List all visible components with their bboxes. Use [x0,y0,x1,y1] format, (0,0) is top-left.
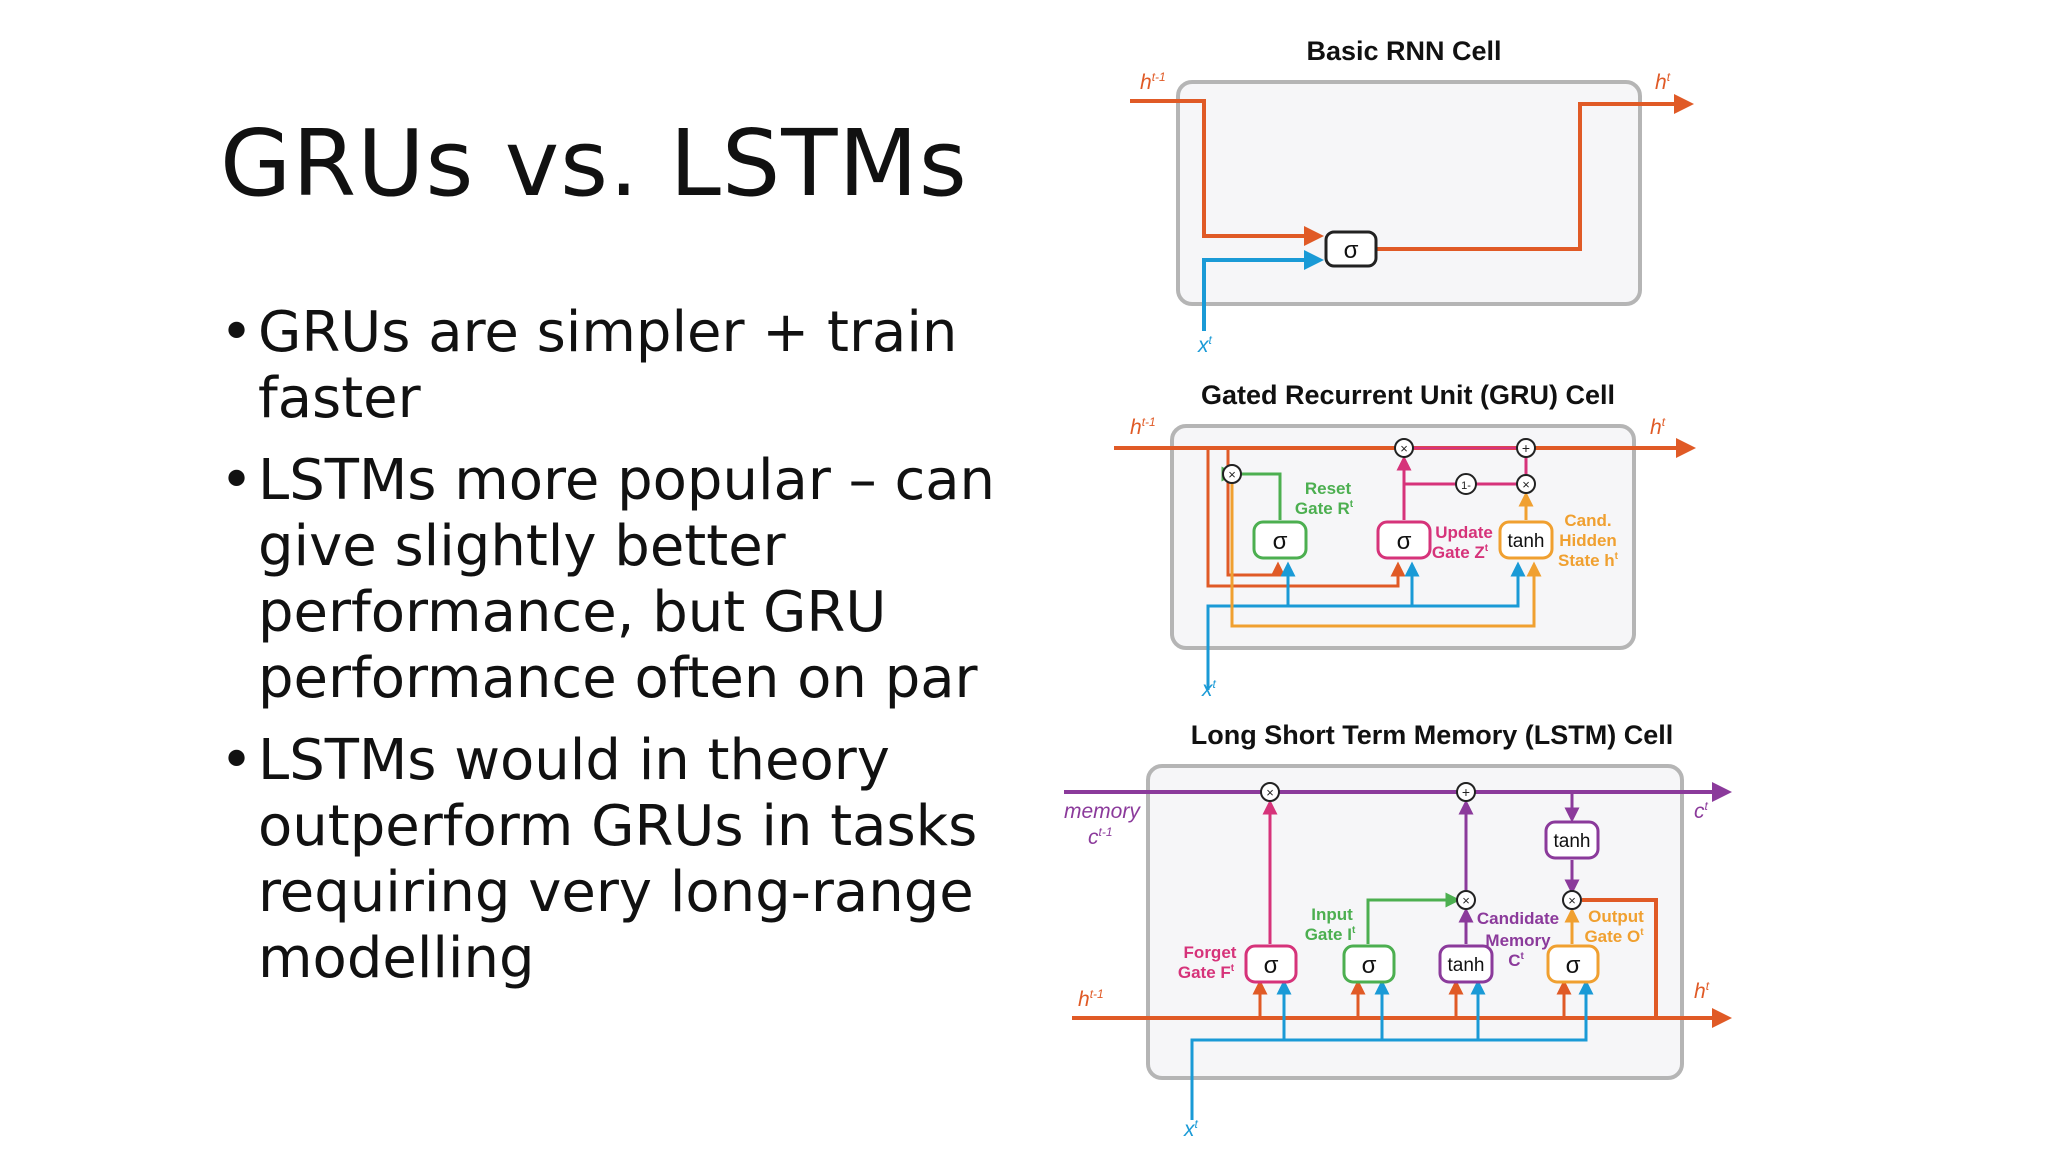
lstm-forget-label-line1: Forget [1184,943,1237,962]
lstm-cand-label-line3: Ct [1508,951,1524,970]
bullet-text: GRUs are simpler + train faster [258,300,958,431]
rnn-cell-box [1176,80,1642,306]
lstm-output-mult-symbol: × [1568,893,1576,908]
gru-update-label-line2: Gate Zt [1432,543,1489,562]
lstm-h-prev-label: ht-1 [1078,987,1104,1011]
lstm-cand-tanh: tanh [1448,955,1485,976]
lstm-input-label-line1: Input [1311,905,1353,924]
gru-h-out-label: ht [1650,415,1666,439]
bullet-item: •LSTMs more popular – can give slightly … [220,448,1000,712]
gru-add-op [1516,438,1536,458]
lstm-cand-label-line2: Memory [1485,931,1551,950]
gru-cand-label-line1: Cand. [1564,511,1611,530]
lstm-cand-label-line1: Candidate [1477,909,1559,928]
bullet-item: •LSTMs would in theory outperform GRUs i… [220,728,1000,992]
gru-one-minus-symbol: 1- [1461,480,1471,492]
rnn-sigma-node [1324,230,1378,268]
lstm-output-gate-node [1546,944,1600,984]
gru-cell-title: Gated Recurrent Unit (GRU) Cell [1201,380,1615,410]
gru-cand-mult-op [1516,474,1536,494]
rnn-hidden-in-line [1130,99,1324,246]
lstm-input-to-mult [1366,892,1461,944]
gru-update-gate-node [1376,520,1432,560]
gru-hidden-to-reset [1226,448,1286,577]
gru-update-mult-symbol: × [1400,441,1408,456]
gru-update-mult-op [1394,438,1414,458]
lstm-memory-tanh: tanh [1554,831,1591,852]
lstm-forget-sigma: σ [1264,952,1279,979]
bullet-dot: • [220,728,254,793]
lstm-input-line [1190,979,1594,1120]
lstm-forget-mult-op [1260,782,1280,802]
lstm-memory-label: memory [1064,800,1141,823]
lstm-c-out-label: ct [1694,799,1709,823]
gru-x-label: xt [1201,677,1217,701]
gru-update-sigma: σ [1397,528,1412,555]
gru-reset-mult-op [1222,464,1242,484]
lstm-input-gate-node [1342,944,1396,984]
lstm-memory-tanh-node [1544,820,1600,860]
lstm-input-mult-op [1456,890,1476,910]
lstm-forget-mult-symbol: × [1266,785,1274,800]
lstm-c-prev-label: ct-1 [1088,825,1113,849]
gru-tanh-label: tanh [1508,531,1545,552]
lstm-output-sigma: σ [1566,952,1581,979]
lstm-h-out-label: ht [1694,979,1710,1003]
lstm-x-label: xt [1183,1117,1199,1141]
bullet-dot: • [220,300,254,365]
lstm-input-mult-symbol: × [1462,893,1470,908]
lstm-cell-title: Long Short Term Memory (LSTM) Cell [1191,720,1674,750]
gru-reset-mult-symbol: × [1228,467,1236,482]
bullet-dot: • [220,448,254,513]
gru-add-symbol: + [1522,440,1530,456]
gru-cell-diagram: Gated Recurrent Unit (GRU) Cell σ σ tanh… [1114,380,1696,701]
gru-candidate-node [1498,520,1554,560]
bullet-item: •GRUs are simpler + train faster [220,300,1000,432]
lstm-input-sigma: σ [1362,952,1377,979]
bullet-text: LSTMs more popular – can give slightly b… [258,448,996,711]
gru-reset-gate-node [1252,520,1308,560]
rnn-sigma-symbol: σ [1344,237,1359,264]
gru-input-line [1206,561,1526,690]
gru-reset-label-line2: Gate Rt [1295,499,1354,518]
gru-cand-label-line2: Hidden [1559,531,1617,550]
lstm-forget-gate-node [1244,944,1298,984]
gru-hidden-loop [1206,448,1406,588]
lstm-add-symbol: + [1462,784,1470,800]
bullet-list: •GRUs are simpler + train faster •LSTMs … [220,300,1000,1008]
bullet-text: LSTMs would in theory outperform GRUs in… [258,728,978,991]
rnn-x-label: xt [1197,333,1213,357]
gru-reset-line [1221,466,1282,520]
gru-reset-sigma: σ [1273,528,1288,555]
lstm-add-op [1456,782,1476,802]
lstm-forget-label-line2: Gate Ft [1178,963,1235,982]
lstm-output-label-line1: Output [1588,907,1644,926]
rnn-cell-diagram: Basic RNN Cell σ ht-1 ht xt [1130,36,1694,357]
gru-cand-mult-symbol: × [1522,477,1530,492]
gru-h-prev-label: ht-1 [1130,415,1156,439]
gru-one-minus-op [1455,473,1477,495]
gru-update-label-line1: Update [1435,523,1493,542]
gru-cand-label-line3: State ht [1558,551,1619,570]
gru-reset-label-line1: Reset [1305,479,1352,498]
lstm-hidden-out-line [1582,898,1732,1028]
gru-candidate-input-line [1230,474,1542,628]
rnn-hidden-out-line [1376,94,1694,251]
lstm-output-mult-op [1562,890,1582,910]
lstm-output-label-line2: Gate Ot [1584,927,1644,946]
rnn-input-line [1202,250,1324,331]
slide-title: GRUs vs. LSTMs [220,110,968,217]
rnn-cell-title: Basic RNN Cell [1306,36,1501,66]
rnn-h-prev-label: ht-1 [1140,70,1166,94]
lstm-cell-diagram: Long Short Term Memory (LSTM) Cell σ σ t… [1064,720,1732,1141]
lstm-candidate-node [1438,944,1494,984]
lstm-input-label-line2: Gate It [1305,925,1356,944]
rnn-h-out-label: ht [1655,70,1671,94]
